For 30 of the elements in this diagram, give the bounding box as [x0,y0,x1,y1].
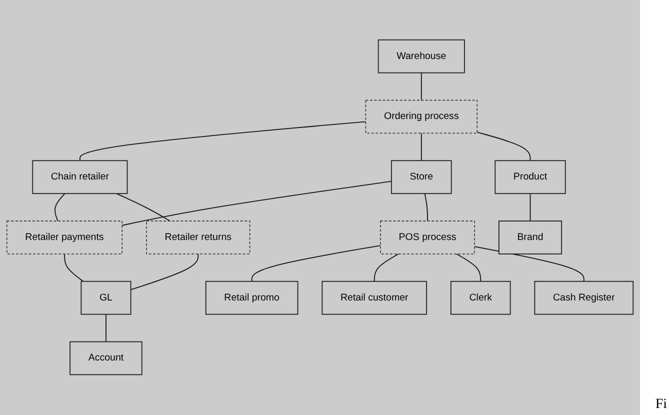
connector [251,245,381,282]
connector [374,254,399,282]
connector [130,254,199,290]
node-box: Account [70,342,142,376]
connector [424,193,428,222]
node-box: Chain retailer [32,160,128,194]
caption-text: Fi [655,397,667,412]
connector [420,72,422,101]
node-box: Product [494,160,566,194]
connector [476,132,531,162]
node-box: Cash Register [534,281,634,315]
connector [420,132,422,162]
node-box: Store [390,160,452,194]
node-box: POS process [380,220,475,255]
node-box: Warehouse [378,40,465,74]
node-box: GL [80,281,132,315]
node-box: Retail customer [322,281,427,315]
connector [530,193,531,222]
connector [116,193,171,222]
connector [64,254,84,282]
node-box: Retailer returns [146,220,250,255]
node-box: Clerk [450,281,511,315]
connector [456,254,482,282]
connector [80,121,366,162]
node-box: Retailer payments [6,220,123,255]
connector [122,181,392,226]
connector [54,193,66,222]
node-box: Brand [498,220,562,255]
node-box: Ordering process [365,100,478,134]
node-box: Retail promo [205,281,298,315]
